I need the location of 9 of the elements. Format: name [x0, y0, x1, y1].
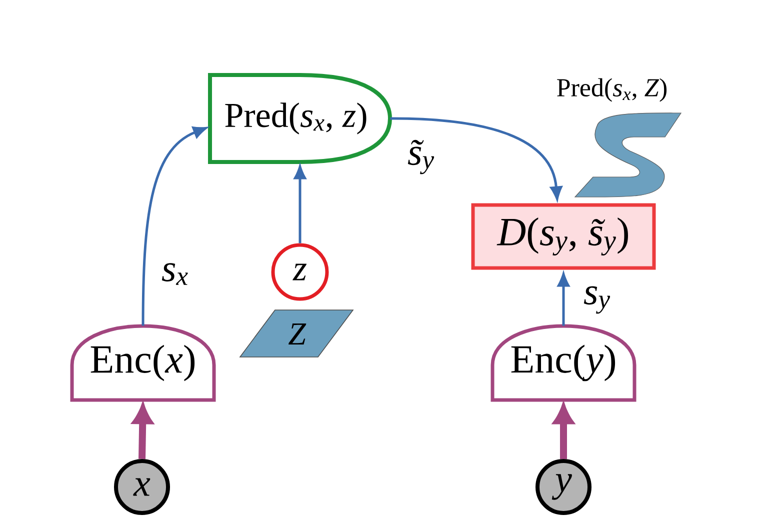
encoder-box: Enc(y): [490, 324, 636, 402]
arrow: [142, 126, 207, 326]
predictor-box: Pred(s$_{x}$, z): [208, 73, 392, 164]
edge-label: s$_{y}$: [582, 285, 612, 315]
encoder-box: Enc(x): [70, 324, 216, 402]
cost-box: D(s$_{y}$, s̃$_{y}$): [471, 203, 656, 270]
shape-label: Pred(s$_{x}$, Z): [557, 78, 667, 102]
edge-label: s̃$_{y}$: [406, 138, 436, 176]
edge-label: s$_{x}$: [160, 262, 190, 286]
